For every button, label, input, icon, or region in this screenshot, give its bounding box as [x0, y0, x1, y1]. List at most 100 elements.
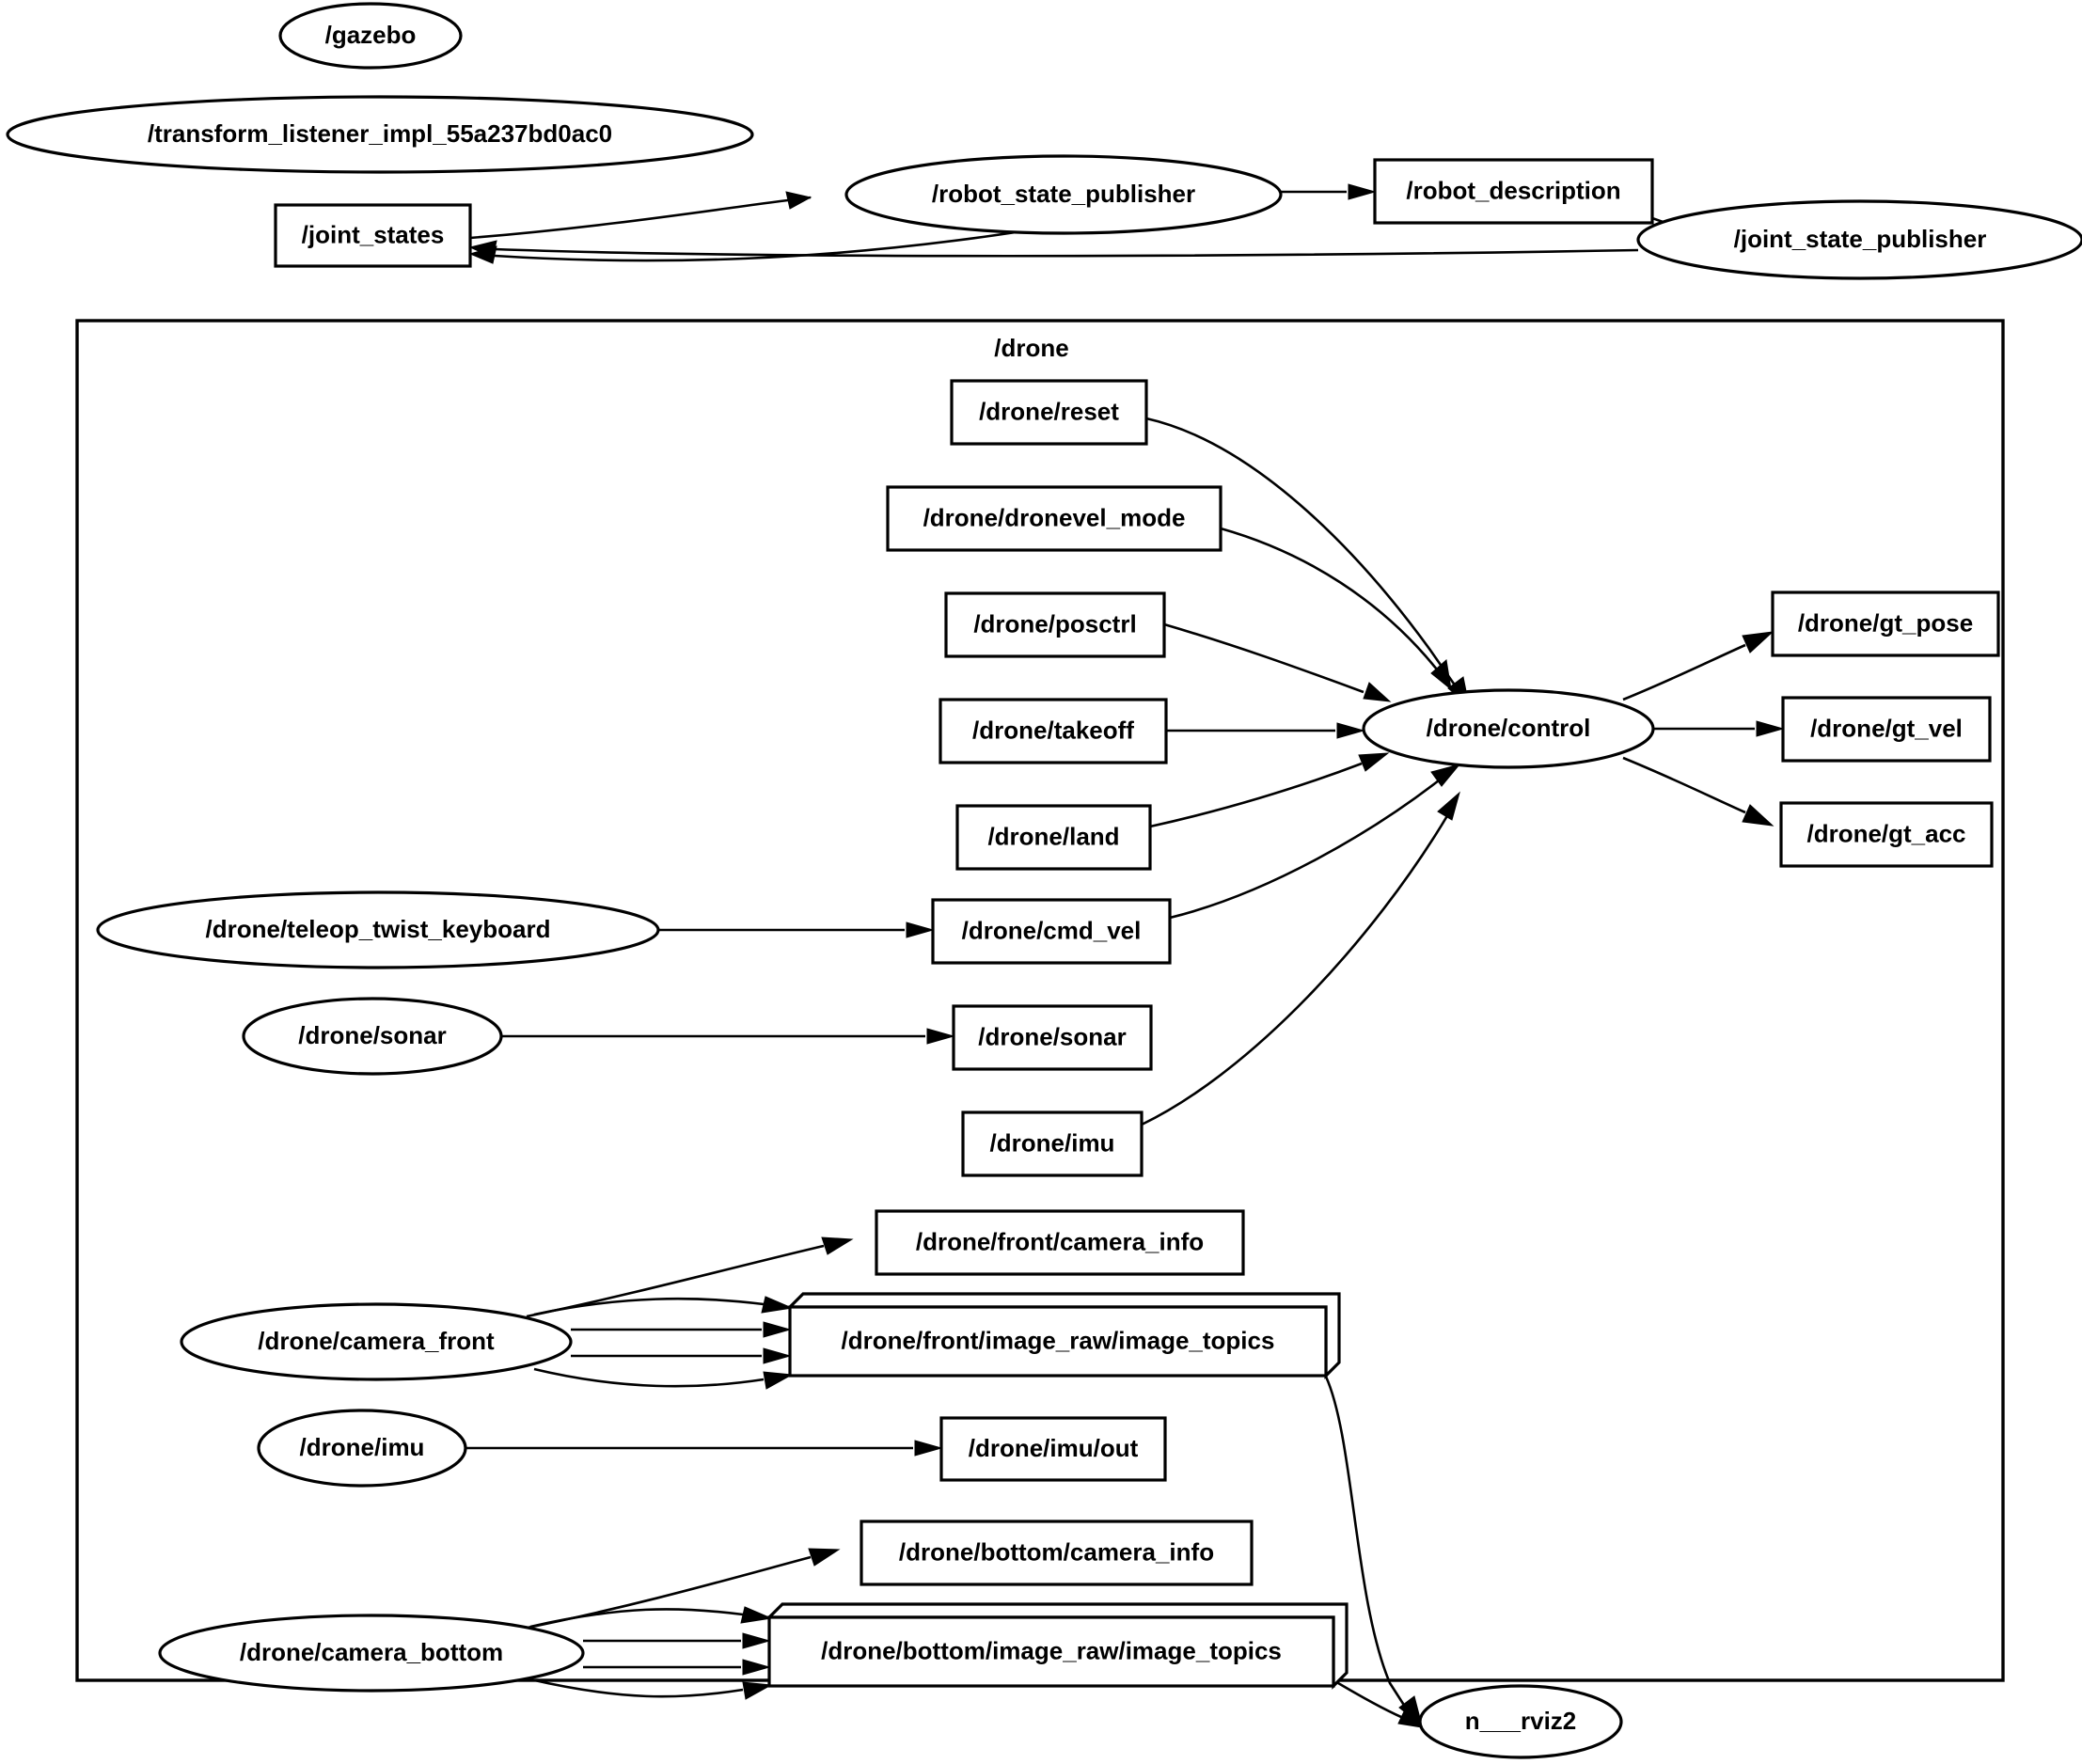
node-label-drone_posctrl: /drone/posctrl: [973, 609, 1136, 638]
node-label-drone_takeoff: /drone/takeoff: [972, 716, 1134, 744]
edge-drone_control-to-drone_gt_pose: [1622, 631, 1774, 701]
node-ellipse-joint_state_publisher[interactable]: [1636, 199, 2082, 280]
graph-node-drone_imu_node[interactable]: /drone/imu: [257, 1409, 467, 1488]
graph-node-rviz2[interactable]: n___rviz2: [1418, 1684, 1623, 1759]
graph-node-drone_posctrl[interactable]: /drone/posctrl: [944, 591, 1166, 658]
node-box-drone_dronevel_mode[interactable]: [886, 485, 1222, 552]
node-box-drone_posctrl[interactable]: [944, 591, 1166, 658]
node-layer: /gazebo/transform_listener_impl_55a237bd…: [6, 2, 2082, 1759]
edge-drone_takeoff-to-drone_control: [1166, 722, 1365, 739]
graph-node-drone_imu_topic[interactable]: /drone/imu: [961, 1110, 1144, 1177]
cluster-label: /drone: [994, 334, 1068, 362]
graph-node-drone_camera_bottom[interactable]: /drone/camera_bottom: [158, 1614, 585, 1693]
node-label-drone_camera_bottom: /drone/camera_bottom: [240, 1638, 503, 1666]
graph-node-drone_bottom_image_topics[interactable]: /drone/bottom/image_raw/image_topics: [765, 1602, 1349, 1690]
node-label-gazebo: /gazebo: [325, 21, 417, 49]
node-box-drone_imu_topic[interactable]: [961, 1110, 1144, 1177]
graph-node-drone_teleop[interactable]: /drone/teleop_twist_keyboard: [96, 890, 660, 969]
graph-node-joint_state_publisher[interactable]: /joint_state_publisher: [1636, 199, 2082, 280]
edge-drone_teleop-to-drone_cmd_vel: [658, 921, 935, 938]
edge-drone_camera_bottom-to-drone_bottom_image_topics-2: [583, 1632, 771, 1649]
edge-drone_camera_bottom-to-drone_bottom_image_topics-4: [529, 1677, 773, 1700]
node-box-drone_bottom_camera_info[interactable]: [860, 1520, 1254, 1586]
node-box-joint_states[interactable]: [274, 203, 472, 268]
edge-drone_sonar_node-to-drone_sonar_topic: [501, 1028, 955, 1045]
graph-node-drone_gt_pose[interactable]: /drone/gt_pose: [1771, 591, 2000, 657]
edge-robot_state_publisher-to-robot_description: [1281, 183, 1377, 200]
node-ellipse-drone_teleop[interactable]: [96, 890, 660, 969]
edge-drone_camera_front-to-drone_front_image_topics-1: [533, 1296, 794, 1316]
graph-node-drone_camera_front[interactable]: /drone/camera_front: [180, 1302, 573, 1381]
node-ellipse-transform_listener[interactable]: [6, 95, 754, 174]
node-label-drone_sonar_node: /drone/sonar: [298, 1021, 446, 1049]
node-ellipse-drone_control[interactable]: [1362, 688, 1655, 769]
node-box-drone_takeoff[interactable]: [938, 698, 1168, 764]
node-label-drone_front_image_topics: /drone/front/image_raw/image_topics: [842, 1326, 1275, 1354]
node-label-rviz2: n___rviz2: [1465, 1707, 1577, 1735]
graph-node-gazebo[interactable]: /gazebo: [278, 2, 463, 70]
node-box-drone_gt_vel[interactable]: [1781, 696, 1992, 763]
graph-node-drone_takeoff[interactable]: /drone/takeoff: [938, 698, 1168, 764]
graph-node-drone_gt_vel[interactable]: /drone/gt_vel: [1781, 696, 1992, 763]
graph-node-drone_bottom_camera_info[interactable]: /drone/bottom/camera_info: [860, 1520, 1254, 1586]
node-ellipse-rviz2[interactable]: [1418, 1684, 1623, 1759]
node-box-drone_sonar_topic[interactable]: [952, 1004, 1153, 1071]
node-ellipse-drone_camera_bottom[interactable]: [158, 1614, 585, 1693]
graph-node-drone_front_image_topics[interactable]: /drone/front/image_raw/image_topics: [786, 1292, 1341, 1379]
graph-node-transform_listener[interactable]: /transform_listener_impl_55a237bd0ac0: [6, 95, 754, 174]
edge-joint_state_publisher-to-joint_states: [468, 240, 1639, 259]
node-label-drone_reset: /drone/reset: [979, 397, 1119, 425]
node-ellipse-robot_state_publisher[interactable]: [844, 154, 1283, 235]
edge-drone_control-to-drone_gt_vel: [1653, 720, 1785, 737]
node-label-drone_sonar_topic: /drone/sonar: [978, 1022, 1126, 1050]
graph-node-drone_imu_out[interactable]: /drone/imu/out: [939, 1416, 1167, 1482]
graph-node-drone_front_camera_info[interactable]: /drone/front/camera_info: [875, 1209, 1245, 1276]
node-label-drone_cmd_vel: /drone/cmd_vel: [962, 916, 1142, 944]
node-box-drone_front_camera_info[interactable]: [875, 1209, 1245, 1276]
node-box-drone_gt_pose[interactable]: [1771, 591, 2000, 657]
node-label-drone_gt_vel: /drone/gt_vel: [1810, 714, 1963, 742]
edge-drone_land-to-drone_control: [1149, 752, 1390, 828]
node-label-drone_gt_acc: /drone/gt_acc: [1806, 819, 1965, 847]
graph-node-drone_land[interactable]: /drone/land: [955, 804, 1152, 871]
node-box-drone_cmd_vel[interactable]: [931, 898, 1172, 965]
graph-node-drone_sonar_node[interactable]: /drone/sonar: [242, 997, 503, 1076]
node-ellipse-drone_camera_front[interactable]: [180, 1302, 573, 1381]
node-ellipse-gazebo[interactable]: [278, 2, 463, 70]
node-box-drone_reset[interactable]: [950, 379, 1148, 446]
graph-node-drone_sonar_topic[interactable]: /drone/sonar: [952, 1004, 1153, 1071]
node-label-drone_teleop: /drone/teleop_twist_keyboard: [206, 915, 551, 943]
graph-node-joint_states[interactable]: /joint_states: [274, 203, 472, 268]
edge-drone_imu_topic-to-drone_control: [1141, 791, 1460, 1126]
node-box-drone_gt_acc[interactable]: [1779, 801, 1994, 868]
node-ellipse-drone_sonar_node[interactable]: [242, 997, 503, 1076]
graph-node-robot_description[interactable]: /robot_description: [1373, 158, 1654, 225]
graph-node-drone_dronevel_mode[interactable]: /drone/dronevel_mode: [886, 485, 1222, 552]
node-label-drone_gt_pose: /drone/gt_pose: [1798, 608, 1973, 637]
node-label-drone_imu_out: /drone/imu/out: [969, 1434, 1139, 1462]
graph-node-robot_state_publisher[interactable]: /robot_state_publisher: [844, 154, 1283, 235]
node-box-drone_bottom_image_topics[interactable]: [767, 1615, 1335, 1688]
edge-drone_camera_front-to-drone_front_image_topics-2: [571, 1321, 792, 1338]
edge-drone_posctrl-to-drone_control: [1163, 622, 1392, 702]
graph-node-drone_control[interactable]: /drone/control: [1362, 688, 1655, 769]
graph-node-drone_gt_acc[interactable]: /drone/gt_acc: [1779, 801, 1994, 868]
node-label-joint_states: /joint_states: [302, 220, 445, 248]
graph-node-drone_reset[interactable]: /drone/reset: [950, 379, 1148, 446]
node-box-robot_description[interactable]: [1373, 158, 1654, 225]
node-box-drone_front_image_topics[interactable]: [788, 1305, 1328, 1378]
node-label-transform_listener: /transform_listener_impl_55a237bd0ac0: [148, 119, 612, 148]
node-label-drone_camera_front: /drone/camera_front: [258, 1327, 495, 1355]
edge-robot_state_publisher-to-joint_states: [468, 230, 1017, 264]
node-label-robot_state_publisher: /robot_state_publisher: [932, 180, 1195, 208]
node-ellipse-drone_imu_node[interactable]: [257, 1409, 467, 1488]
graph-node-drone_cmd_vel[interactable]: /drone/cmd_vel: [931, 898, 1172, 965]
node-label-robot_description: /robot_description: [1406, 176, 1620, 204]
node-label-drone_land: /drone/land: [987, 822, 1119, 850]
node-box-drone_land[interactable]: [955, 804, 1152, 871]
node-label-drone_control: /drone/control: [1427, 714, 1591, 742]
edge-joint_states-to-robot_state_publisher: [469, 191, 812, 240]
node-box-drone_imu_out[interactable]: [939, 1416, 1167, 1482]
